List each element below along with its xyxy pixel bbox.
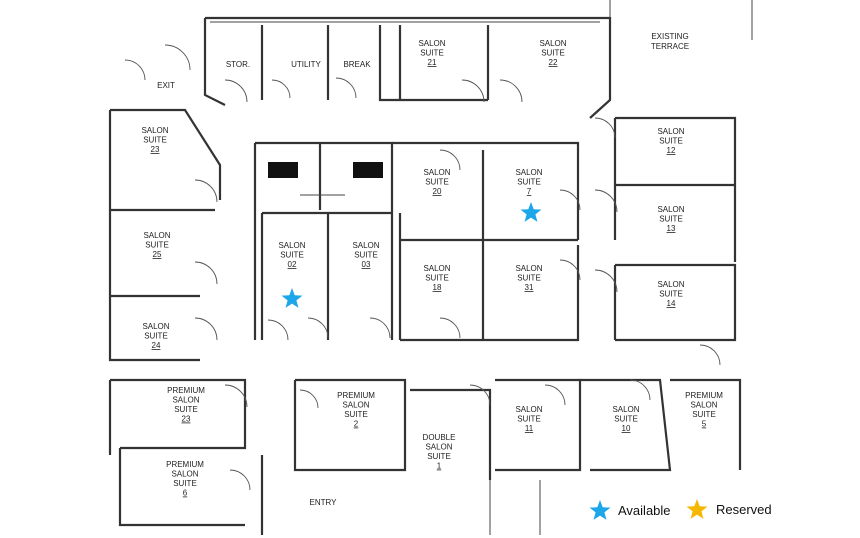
restroom-icons bbox=[268, 162, 383, 178]
suite-p-23-line-3: 23 bbox=[182, 415, 191, 424]
suite-b-10-line-1: SUITE bbox=[614, 415, 638, 424]
suite-b-11-line-0: SALON bbox=[515, 405, 542, 414]
walls bbox=[108, 0, 753, 535]
legend-available-label: Available bbox=[618, 503, 671, 518]
suite-p-2-line-2: SUITE bbox=[344, 410, 368, 419]
suite-left-23-line-2: 23 bbox=[151, 145, 160, 154]
suite-p-6-line-3: 6 bbox=[183, 489, 188, 498]
suite-c-02-line-0: SALON bbox=[278, 241, 305, 250]
suite-c-7-line-1: SUITE bbox=[517, 178, 541, 187]
suite-top-1-line-0: SALON bbox=[418, 39, 445, 48]
suite-c-20-line-0: SALON bbox=[423, 168, 450, 177]
suite-c-31-line-0: SALON bbox=[515, 264, 542, 273]
suite-p-6-line-1: SALON bbox=[171, 470, 198, 479]
suite-r-12-line-2: 12 bbox=[667, 146, 676, 155]
suite-d-1-line-2: SUITE bbox=[427, 452, 451, 461]
suite-b-10-line-2: 10 bbox=[622, 424, 631, 433]
suite-c-03-line-2: 03 bbox=[362, 260, 371, 269]
legend: Available Reserved bbox=[589, 499, 772, 520]
suite-c-18-line-1: SUITE bbox=[425, 274, 449, 283]
suite-left-24-line-2: 24 bbox=[152, 341, 161, 350]
suite-left-24-line-1: SUITE bbox=[144, 332, 168, 341]
suite-p-2-line-3: 2 bbox=[354, 420, 359, 429]
suite-p-5-line-1: SALON bbox=[690, 401, 717, 410]
door-swings bbox=[124, 44, 721, 491]
suite-top-2-line-2: 22 bbox=[549, 58, 558, 67]
entry-label: ENTRY bbox=[310, 498, 338, 507]
suite-d-1-line-0: DOUBLE bbox=[423, 433, 456, 442]
suite-p-23-line-2: SUITE bbox=[174, 405, 198, 414]
suite-p-23-line-1: SALON bbox=[172, 396, 199, 405]
terrace-label-1: EXISTING bbox=[651, 32, 688, 41]
suite-left-23-line-0: SALON bbox=[141, 126, 168, 135]
suite-labels: SALONSUITE21SALONSUITE22SALONSUITE23SALO… bbox=[141, 39, 723, 498]
suite-p-6-line-2: SUITE bbox=[173, 479, 197, 488]
suite-r-14-line-1: SUITE bbox=[659, 290, 683, 299]
suite-p-5-line-2: SUITE bbox=[692, 410, 716, 419]
suite-d-1-line-3: 1 bbox=[437, 462, 442, 471]
suite-top-1-line-1: SUITE bbox=[420, 49, 444, 58]
available-star-icon bbox=[520, 202, 542, 222]
suite-left-25-line-2: 25 bbox=[153, 250, 162, 259]
suite-c-20-line-2: 20 bbox=[433, 187, 442, 196]
status-stars bbox=[281, 202, 542, 308]
suite-p-2-line-1: SALON bbox=[342, 401, 369, 410]
suite-c-18-line-2: 18 bbox=[433, 283, 442, 292]
exit-label: EXIT bbox=[157, 81, 175, 90]
suite-top-2-line-0: SALON bbox=[539, 39, 566, 48]
suite-left-23-line-1: SUITE bbox=[143, 136, 167, 145]
suite-r-13-line-2: 13 bbox=[667, 224, 676, 233]
room-labels: STOR. UTILITY BREAK EXIT EXISTING TERRAC… bbox=[157, 32, 689, 507]
suite-c-31-line-1: SUITE bbox=[517, 274, 541, 283]
suite-c-03-line-1: SUITE bbox=[354, 251, 378, 260]
suite-c-03-line-0: SALON bbox=[352, 241, 379, 250]
available-star-icon bbox=[281, 288, 303, 308]
suite-p-5-line-0: PREMIUM bbox=[685, 391, 723, 400]
stor-label: STOR. bbox=[226, 60, 250, 69]
suite-c-7-line-2: 7 bbox=[527, 187, 532, 196]
utility-label: UTILITY bbox=[291, 60, 321, 69]
suite-r-13-line-0: SALON bbox=[657, 205, 684, 214]
terrace-label-2: TERRACE bbox=[651, 42, 689, 51]
suite-left-25-line-0: SALON bbox=[143, 231, 170, 240]
suite-b-10-line-0: SALON bbox=[612, 405, 639, 414]
suite-c-18-line-0: SALON bbox=[423, 264, 450, 273]
suite-p-6-line-0: PREMIUM bbox=[166, 460, 204, 469]
suite-r-14-line-0: SALON bbox=[657, 280, 684, 289]
suite-r-12-line-0: SALON bbox=[657, 127, 684, 136]
legend-reserved-label: Reserved bbox=[716, 502, 772, 517]
suite-left-24-line-0: SALON bbox=[142, 322, 169, 331]
suite-top-1-line-2: 21 bbox=[428, 58, 437, 67]
legend-available-star-icon bbox=[589, 500, 611, 520]
suite-c-02-line-2: 02 bbox=[288, 260, 297, 269]
suite-b-11-line-2: 11 bbox=[525, 424, 534, 433]
suite-r-14-line-2: 14 bbox=[667, 299, 676, 308]
legend-reserved-star-icon bbox=[686, 499, 708, 519]
suite-b-11-line-1: SUITE bbox=[517, 415, 541, 424]
suite-c-31-line-2: 31 bbox=[525, 283, 534, 292]
suite-p-2-line-0: PREMIUM bbox=[337, 391, 375, 400]
break-label: BREAK bbox=[343, 60, 371, 69]
suite-c-20-line-1: SUITE bbox=[425, 178, 449, 187]
suite-d-1-line-1: SALON bbox=[425, 443, 452, 452]
suite-r-13-line-1: SUITE bbox=[659, 215, 683, 224]
suite-p-23-line-0: PREMIUM bbox=[167, 386, 205, 395]
suite-c-7-line-0: SALON bbox=[515, 168, 542, 177]
suite-p-5-line-3: 5 bbox=[702, 420, 707, 429]
suite-c-02-line-1: SUITE bbox=[280, 251, 304, 260]
suite-left-25-line-1: SUITE bbox=[145, 241, 169, 250]
suite-r-12-line-1: SUITE bbox=[659, 137, 683, 146]
suite-top-2-line-1: SUITE bbox=[541, 49, 565, 58]
